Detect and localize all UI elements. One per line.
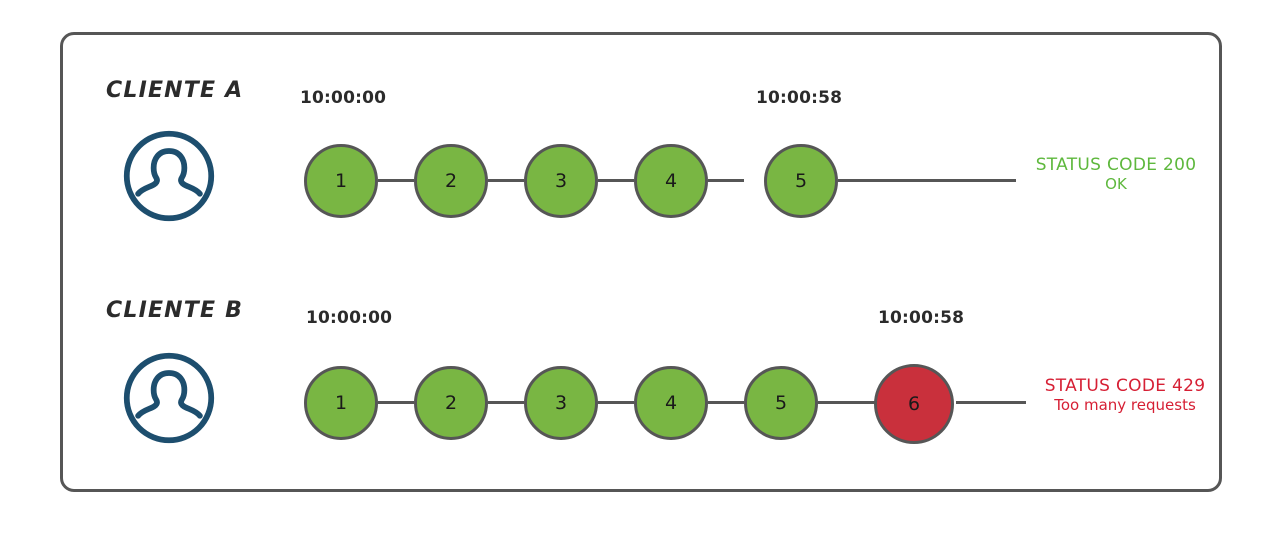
request-node[interactable]: 1 [304,144,378,218]
connector [598,179,634,182]
connector [818,401,884,404]
status-connector-b [956,401,1026,404]
request-node[interactable]: 1 [304,366,378,440]
user-avatar-icon [121,128,217,224]
status-code-a: STATUS CODE 200 [1035,155,1197,175]
request-node[interactable]: 3 [524,366,598,440]
client-label-b: CLIENTE B [106,298,244,323]
timestamp-start-a: 10:00:00 [300,88,387,108]
connector [378,401,414,404]
status-message-a: OK [1105,174,1127,193]
client-label-a: CLIENTE A [106,78,244,103]
status-message-b: Too many requests [1054,395,1196,414]
user-avatar-icon [121,350,217,446]
status-connector-a [838,179,1016,182]
status-badge-b: STATUS CODE 429 Too many requests [1025,376,1225,414]
request-node[interactable]: 5 [764,144,838,218]
status-code-b: STATUS CODE 429 [1044,376,1206,396]
request-node[interactable]: 2 [414,366,488,440]
connector [598,401,634,404]
connector [488,401,524,404]
timestamp-end-a: 10:00:58 [756,88,843,108]
request-node[interactable]: 4 [634,366,708,440]
request-node[interactable]: 5 [744,366,818,440]
timestamp-start-b: 10:00:00 [306,308,393,328]
request-node-rate-limited[interactable]: 6 [874,364,954,444]
connector [708,401,744,404]
request-node[interactable]: 4 [634,144,708,218]
request-node[interactable]: 2 [414,144,488,218]
connector [708,179,744,182]
connector [488,179,524,182]
connector [378,179,414,182]
request-node[interactable]: 3 [524,144,598,218]
timestamp-end-b: 10:00:58 [878,308,965,328]
status-badge-a: STATUS CODE 200 OK [1016,155,1216,193]
